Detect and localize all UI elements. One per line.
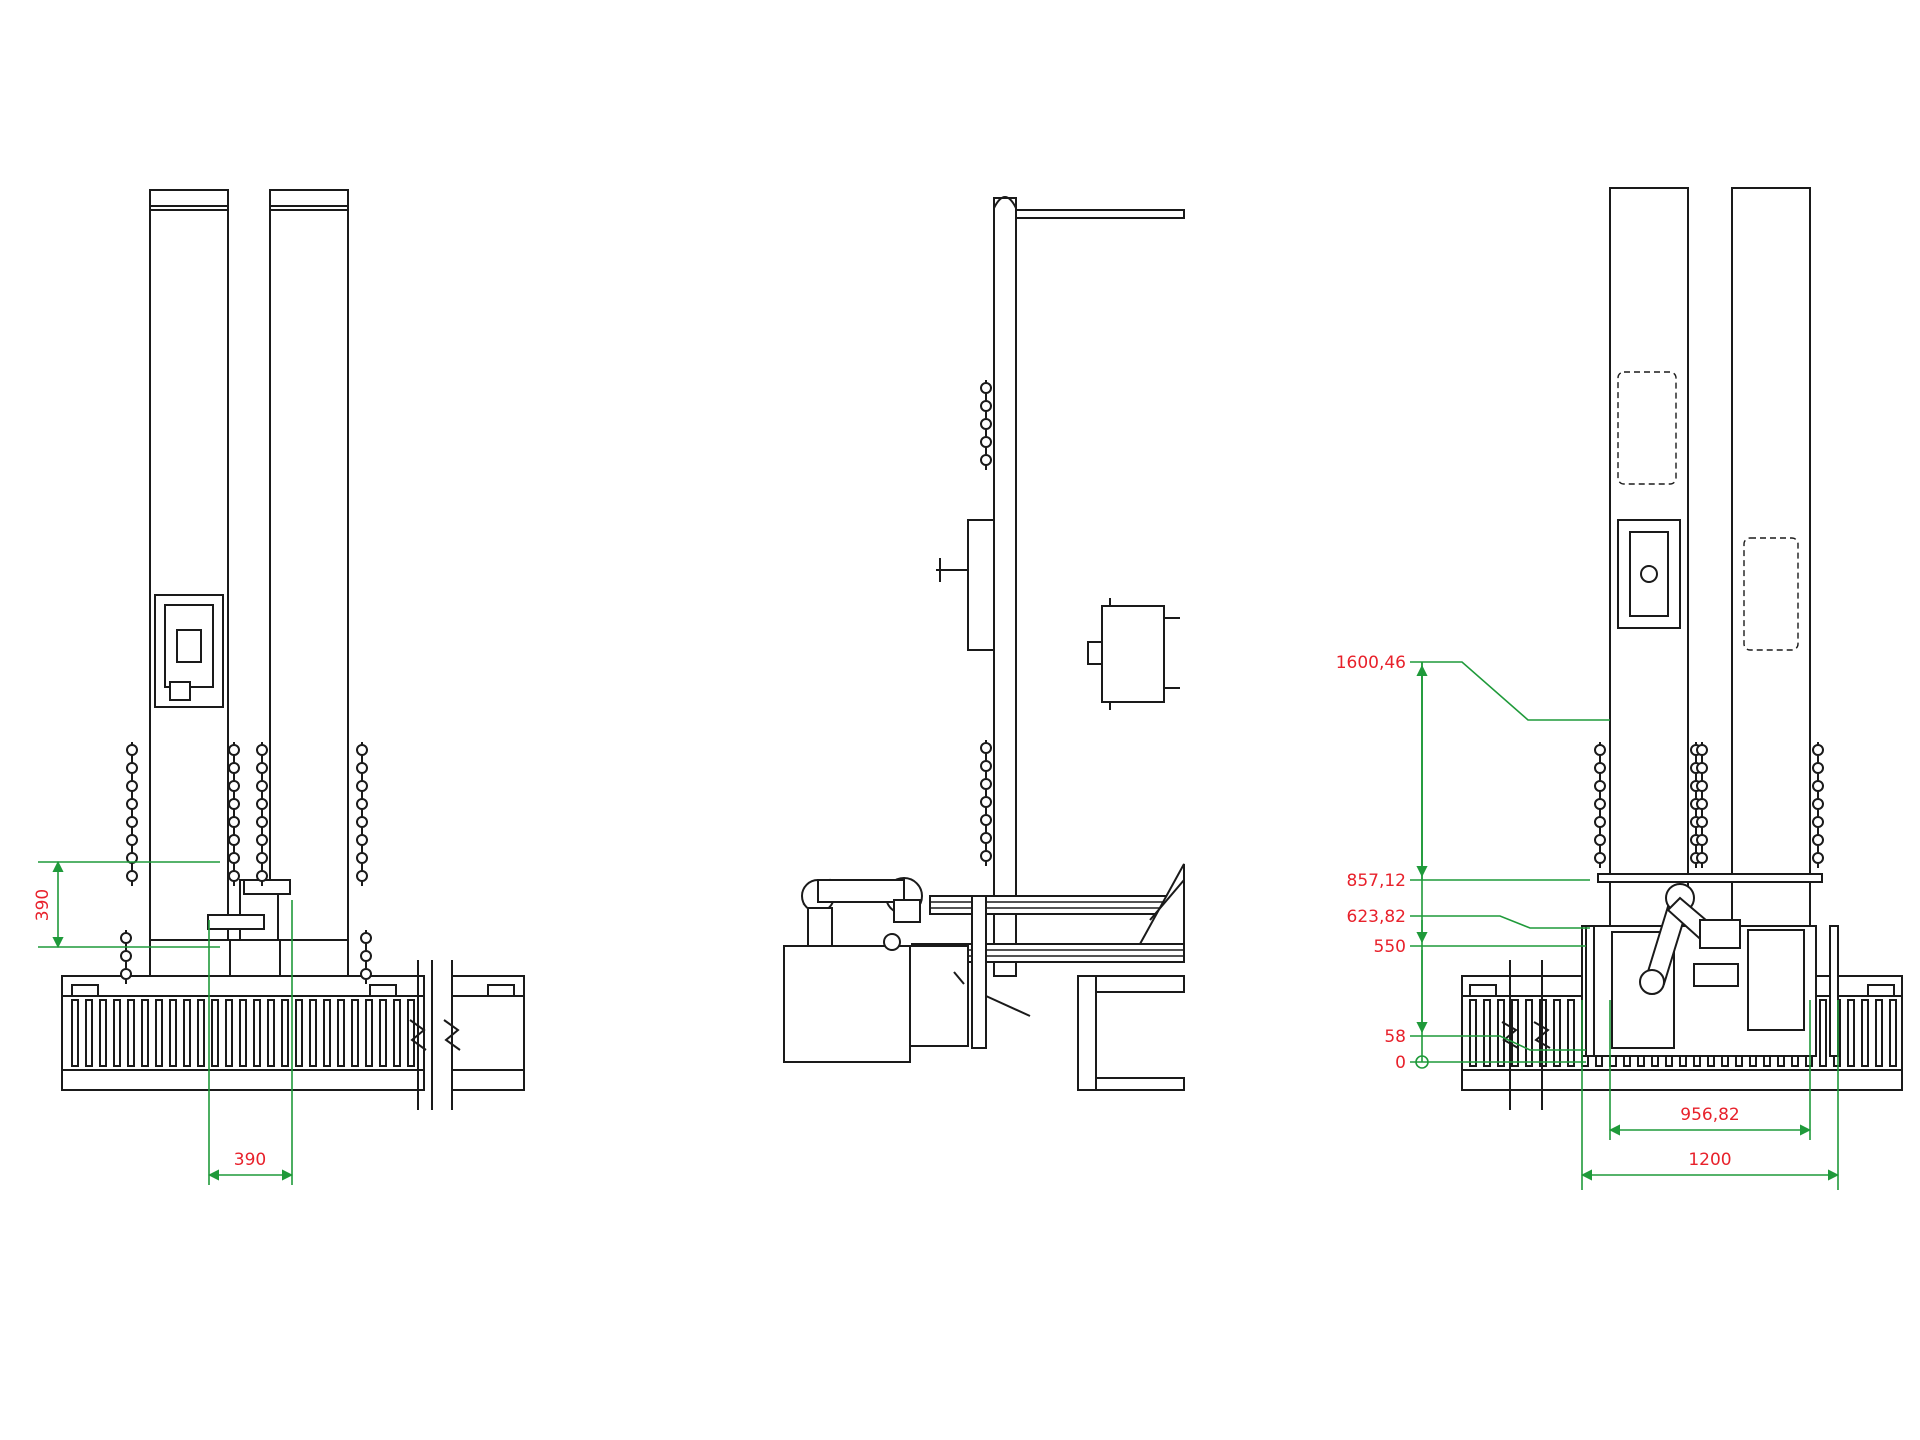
rear-level-58: 58 (1384, 1027, 1406, 1047)
rear-level-857: 857,12 (1347, 871, 1406, 891)
front-conveyor (61, 960, 525, 1110)
side-view (783, 196, 1185, 1091)
front-dim-vertical: 390 (33, 860, 220, 949)
side-magazines (980, 380, 992, 866)
front-column-left (149, 189, 229, 977)
front-magazines (120, 742, 372, 984)
front-dim-horizontal: 390 (207, 900, 294, 1185)
rear-magazines (1594, 742, 1824, 868)
rear-level-dims: 1600,46 857,12 623,82 550 58 0 (1336, 653, 1610, 1073)
front-vertical-dim-label: 390 (33, 889, 53, 921)
front-horizontal-dim-label: 390 (234, 1150, 266, 1170)
rear-level-0: 0 (1395, 1053, 1406, 1073)
front-column-right (269, 189, 349, 977)
rear-level-550: 550 (1374, 937, 1406, 957)
rear-width-dims: 956,82 1200 (1580, 1000, 1840, 1190)
rear-view: 1600,46 857,12 623,82 550 58 0 956,82 12… (1336, 187, 1903, 1190)
rear-level-623: 623,82 (1347, 907, 1406, 927)
rear-width-1200: 1200 (1688, 1150, 1731, 1170)
front-view: 390 390 (33, 189, 525, 1185)
rear-level-1600: 1600,46 (1336, 653, 1406, 673)
rear-width-956: 956,82 (1680, 1105, 1739, 1125)
